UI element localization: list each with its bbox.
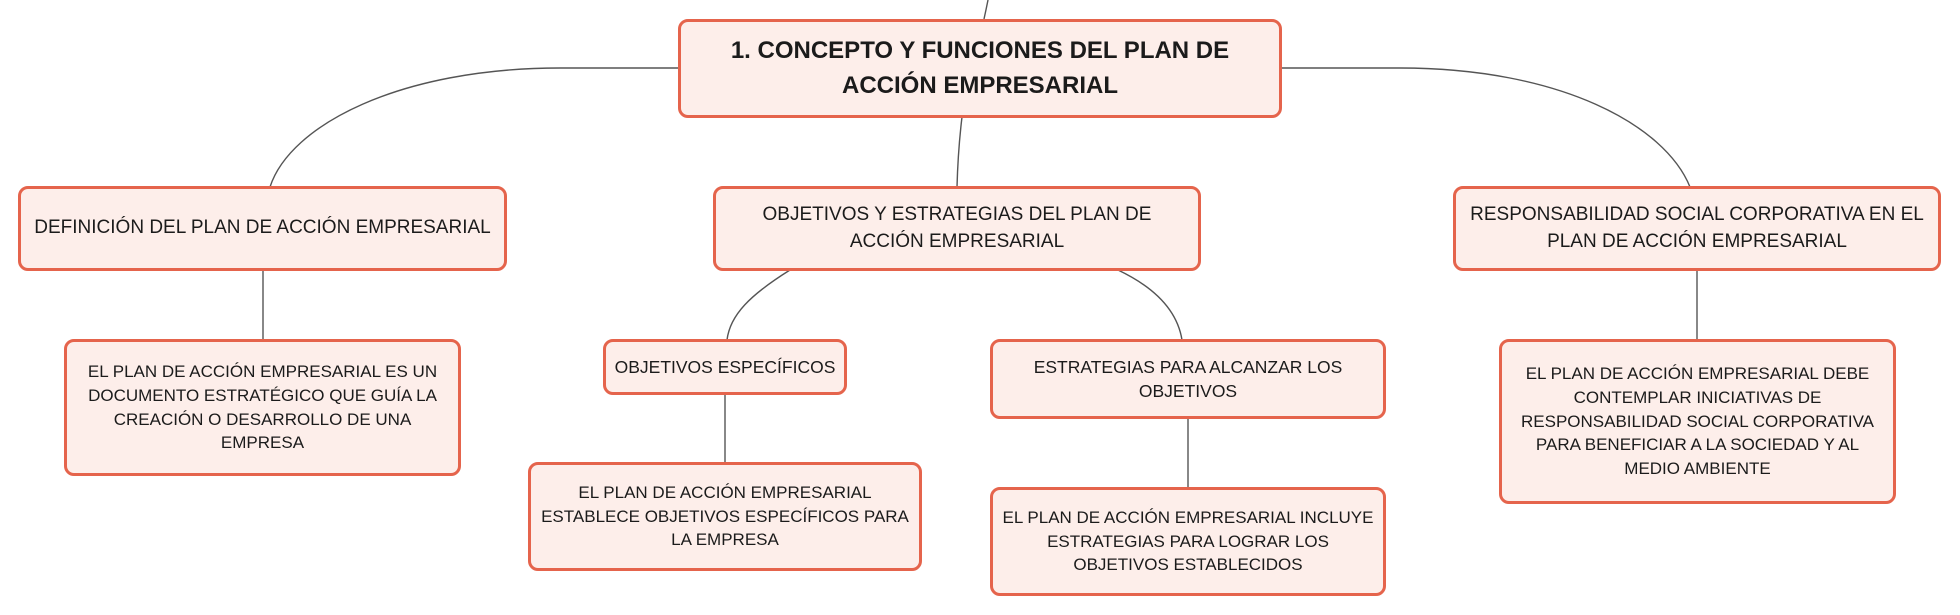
branch-rsc-label: RESPONSABILIDAD SOCIAL CORPORATIVA EN EL…	[1470, 203, 1924, 252]
connector-objetivos-estrategias-to-objetivos	[726, 269, 791, 341]
estrategias-label: ESTRATEGIAS PARA ALCANZAR LOS OBJETIVOS	[1033, 356, 1343, 402]
estrategias-node[interactable]: ESTRATEGIAS PARA ALCANZAR LOS OBJETIVOS	[990, 339, 1386, 419]
root-topic-node[interactable]: 1. CONCEPTO Y FUNCIONES DEL PLAN DE ACCI…	[678, 19, 1282, 118]
objetivos-especificos-label: OBJETIVOS ESPECÍFICOS	[614, 356, 836, 377]
rsc-detail-node[interactable]: EL PLAN DE ACCIÓN EMPRESARIAL DEBE CONTE…	[1499, 339, 1896, 504]
objetivos-detail-node[interactable]: EL PLAN DE ACCIÓN EMPRESARIAL ESTABLECE …	[528, 462, 922, 571]
definicion-detail-text: EL PLAN DE ACCIÓN EMPRESARIAL ES UN DOCU…	[87, 361, 438, 453]
connector-root-to-rsc	[1278, 67, 1691, 188]
estrategias-detail-node[interactable]: EL PLAN DE ACCIÓN EMPRESARIAL INCLUYE ES…	[990, 487, 1386, 596]
branch-rsc-node[interactable]: RESPONSABILIDAD SOCIAL CORPORATIVA EN EL…	[1453, 186, 1941, 271]
branch-definicion-label: DEFINICIÓN DEL PLAN DE ACCIÓN EMPRESARIA…	[34, 217, 491, 239]
root-topic-label: 1. CONCEPTO Y FUNCIONES DEL PLAN DE ACCI…	[730, 36, 1230, 99]
branch-objetivos-estrategias-label: OBJETIVOS Y ESTRATEGIAS DEL PLAN DE ACCI…	[762, 203, 1152, 252]
connector-parent-to-root	[983, 0, 989, 20]
objetivos-especificos-node[interactable]: OBJETIVOS ESPECÍFICOS	[603, 339, 847, 395]
estrategias-detail-text: EL PLAN DE ACCIÓN EMPRESARIAL INCLUYE ES…	[1002, 507, 1374, 575]
connector-root-to-definicion	[269, 67, 680, 188]
branch-definicion-node[interactable]: DEFINICIÓN DEL PLAN DE ACCIÓN EMPRESARIA…	[18, 186, 507, 271]
definicion-detail-node[interactable]: EL PLAN DE ACCIÓN EMPRESARIAL ES UN DOCU…	[64, 339, 461, 476]
connector-objetivos-estrategias-to-estrategias	[1117, 269, 1183, 341]
branch-objetivos-estrategias-node[interactable]: OBJETIVOS Y ESTRATEGIAS DEL PLAN DE ACCI…	[713, 186, 1201, 271]
objetivos-detail-text: EL PLAN DE ACCIÓN EMPRESARIAL ESTABLECE …	[541, 482, 909, 550]
connector-root-to-objetivos-estrategias	[956, 116, 963, 188]
rsc-detail-text: EL PLAN DE ACCIÓN EMPRESARIAL DEBE CONTE…	[1521, 364, 1874, 479]
